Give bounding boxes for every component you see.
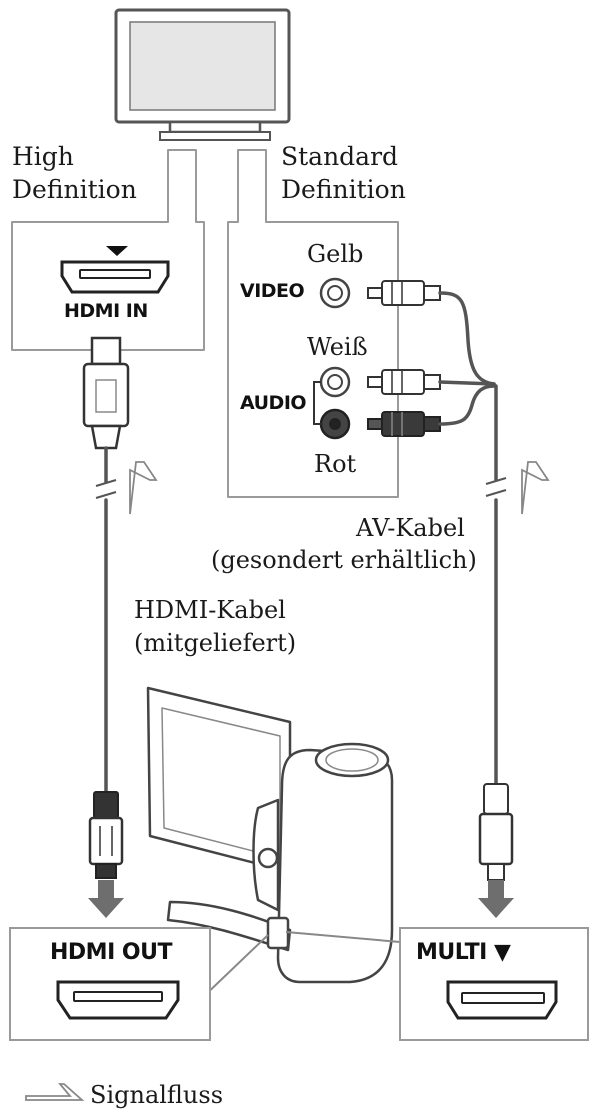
cable-break-icon xyxy=(485,477,507,497)
high-definition-label-line1: High xyxy=(12,142,74,171)
sd-callout xyxy=(227,149,399,498)
multi-plug-icon xyxy=(478,783,514,881)
hdmi-in-callout xyxy=(11,149,205,351)
av-cable-label-line2: (gesondert erhältlich) xyxy=(211,546,477,574)
hdmi-out-label: HDMI OUT xyxy=(50,940,172,965)
rca-plug-red-icon xyxy=(367,411,441,437)
hdmi-cable-label-line1: HDMI-Kabel xyxy=(134,596,286,624)
hdmi-cable-break-icon xyxy=(95,479,117,499)
video-jack-icon xyxy=(319,277,351,309)
av-cable-label-line1: AV-Kabel xyxy=(356,514,465,542)
av-cable xyxy=(438,291,498,786)
standard-definition-label-line1: Standard xyxy=(281,142,399,171)
down-arrow-multi-icon xyxy=(478,880,514,918)
high-definition-label-line2: Definition xyxy=(12,175,137,204)
rca-plug-white-icon xyxy=(367,369,441,395)
hdmi-out-port-icon xyxy=(56,980,180,1020)
rca-plug-yellow-icon xyxy=(367,280,441,306)
weiss-label: Weiß xyxy=(307,333,368,361)
hdmi-in-label: HDMI IN xyxy=(64,300,148,322)
camcorder-port-leads xyxy=(199,931,401,1001)
video-label: VIDEO xyxy=(240,280,305,302)
signal-flow-label: Signalfluss xyxy=(90,1081,224,1109)
audio-white-jack-icon xyxy=(319,366,351,398)
multi-port-icon xyxy=(446,980,558,1020)
multi-label: MULTI ▼ xyxy=(416,940,511,965)
hdmi-cable-label-line2: (mitgeliefert) xyxy=(134,629,297,657)
hdmi-plug-top-icon xyxy=(82,336,130,450)
audio-bracket xyxy=(313,381,321,425)
audio-label: AUDIO xyxy=(240,392,307,414)
signal-arrow-av-icon xyxy=(521,461,550,515)
signal-arrow-hdmi-icon xyxy=(129,461,158,515)
standard-definition-label-line2: Definition xyxy=(281,175,406,204)
camcorder-icon xyxy=(146,686,394,984)
rot-label: Rot xyxy=(314,450,357,478)
tv-icon xyxy=(114,8,291,141)
hdmi-in-port-icon xyxy=(60,246,170,294)
gelb-label: Gelb xyxy=(307,240,364,268)
audio-red-jack-icon xyxy=(319,408,351,440)
down-arrow-hdmi-icon xyxy=(88,880,124,918)
hdmi-plug-bottom-icon xyxy=(88,791,124,879)
signal-flow-legend-icon xyxy=(25,1083,85,1101)
